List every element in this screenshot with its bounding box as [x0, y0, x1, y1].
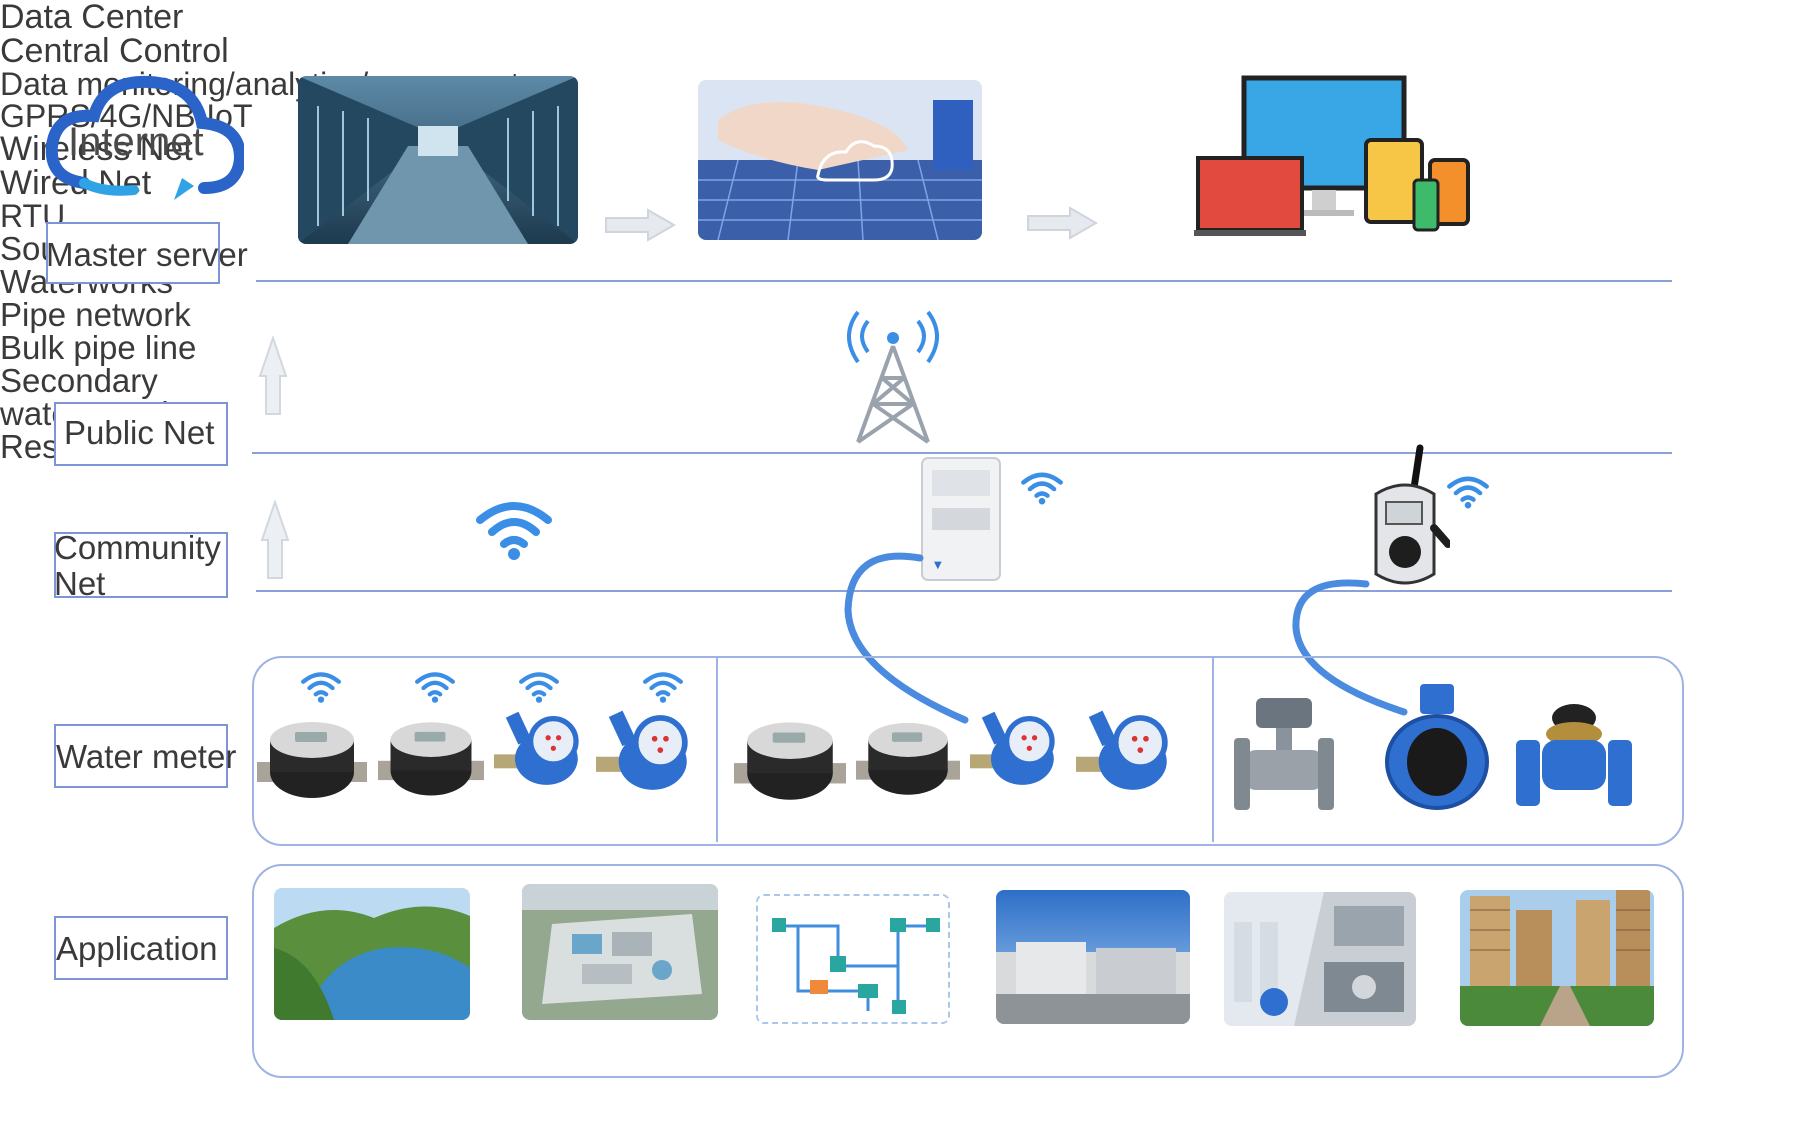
water-meter-label: Water meter [56, 738, 237, 775]
pipe-network-label: Pipe network [0, 296, 191, 333]
water-meter-icon [970, 700, 1066, 800]
water-meter-icon [378, 712, 484, 800]
waterworks-image [522, 884, 718, 1020]
wireless-net-label: Wireless Net [0, 130, 193, 168]
residential-image [1460, 890, 1654, 1026]
rtu-icon [1360, 444, 1452, 594]
water-meter-divider [1212, 658, 1214, 842]
wifi-icon [1446, 474, 1490, 510]
secondary-water-supply-image [1224, 892, 1416, 1026]
water-meter-icon [1384, 682, 1490, 812]
devices-icon [1194, 74, 1478, 240]
water-meter-icon [1514, 700, 1634, 816]
master-server-label-box [46, 222, 220, 284]
arrow-right-icon [604, 208, 677, 242]
water-meter-divider [716, 658, 718, 842]
arrow-right-icon [1026, 206, 1099, 240]
data-center-label: Data Center [0, 0, 184, 36]
concentrator-device: ▼ [920, 456, 1002, 582]
water-meter-icon [256, 712, 368, 802]
arrow-up-icon [260, 498, 290, 580]
water-meter-panel [252, 656, 1684, 846]
bulk-pipe-line-label: Bulk pipe line [0, 329, 197, 366]
application-label-box [54, 916, 228, 980]
community-net-divider [256, 590, 1672, 592]
public-net-label-box [54, 402, 228, 466]
internet-logo-text: Internet [68, 120, 204, 164]
central-control-label: Central Control [0, 32, 229, 70]
water-meter-icon [1234, 690, 1334, 820]
wifi-icon [1020, 470, 1064, 506]
water-meter-icon [596, 700, 700, 804]
wired-cable [844, 552, 969, 724]
source-water-image [274, 888, 470, 1020]
water-meter-icon [734, 712, 846, 804]
data-center-image [298, 76, 578, 244]
wifi-icon [474, 498, 554, 562]
cloud-icon: Internet [44, 68, 247, 208]
wifi-icon [642, 670, 684, 704]
bulk-pipe-line-image [996, 890, 1190, 1024]
wifi-icon [300, 670, 342, 704]
rtu-cable [1292, 579, 1408, 716]
public-net-divider [252, 452, 1672, 454]
public-net-label: Public Net [64, 414, 215, 451]
svg-text:▼: ▼ [934, 560, 942, 571]
application-label: Application [56, 930, 218, 967]
water-meter-label-box [54, 724, 228, 788]
community-net-label: Community Net [54, 529, 221, 603]
community-net-label-box [54, 532, 228, 598]
secondary-water-supply-label-1: Secondary [0, 362, 158, 399]
water-meter-icon [1076, 700, 1180, 804]
wifi-icon [518, 670, 560, 704]
master-server-divider [256, 280, 1672, 282]
central-control-image [698, 80, 982, 240]
master-server-label: Master server [46, 236, 248, 273]
wifi-icon [414, 670, 456, 704]
pipe-network-image [756, 894, 950, 1024]
arrow-up-icon [258, 334, 288, 416]
water-meter-icon [856, 712, 960, 800]
water-meter-icon [494, 700, 590, 800]
tower-icon [838, 306, 948, 446]
application-panel [252, 864, 1684, 1078]
